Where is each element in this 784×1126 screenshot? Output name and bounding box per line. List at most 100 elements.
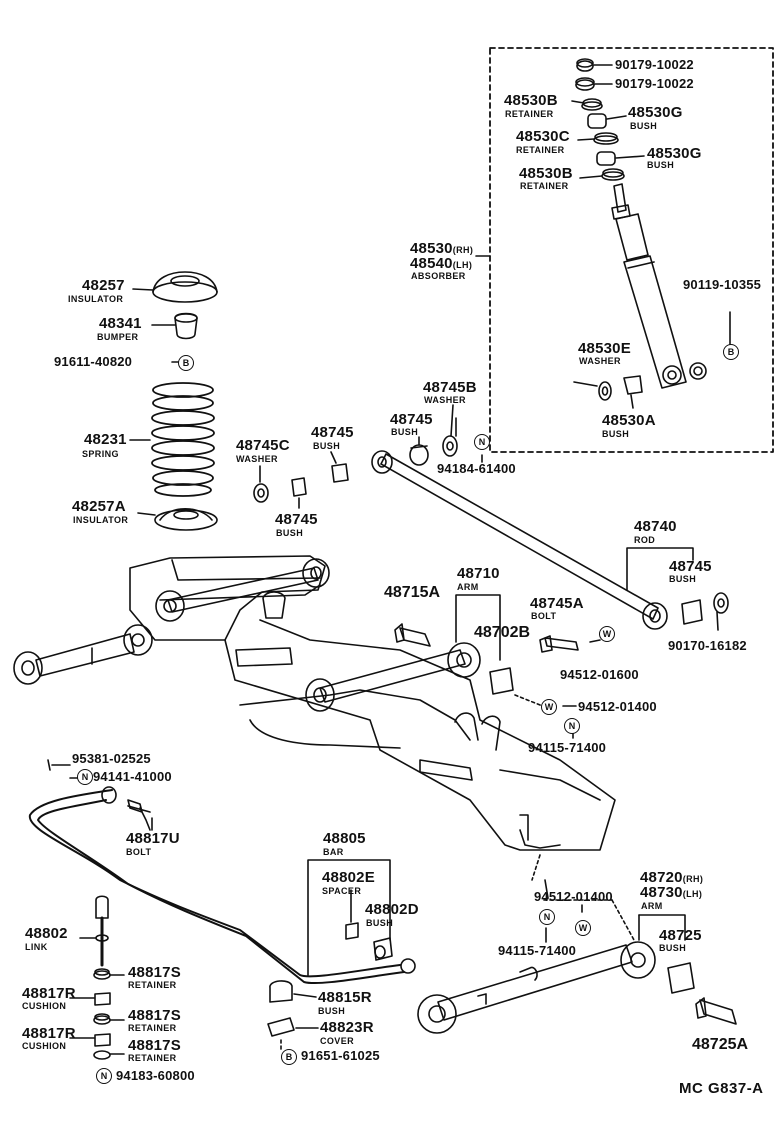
part-name-label: ARM — [641, 901, 663, 911]
part-number-label: 48817S — [128, 1037, 181, 1054]
part-number-label: 48715A — [384, 584, 441, 601]
part-number-label: 48745C — [236, 437, 290, 454]
part-number-label: 48530C — [516, 128, 570, 145]
diagram-reference-code: MC G837-A — [679, 1080, 764, 1097]
part-name-label: BUSH — [313, 441, 341, 451]
n-symbol: N — [539, 909, 555, 925]
part-number-label: 91611-40820 — [54, 354, 133, 369]
leader-lines — [171, 361, 601, 899]
part-number-label: 48710 — [457, 565, 500, 582]
part-name-label: ARM — [457, 582, 479, 592]
part-number-label: 48745 — [275, 511, 318, 528]
part-number-label: 48530G — [647, 145, 702, 162]
part-number-label: 48730(LH) — [640, 884, 703, 901]
part-name-label: WASHER — [424, 395, 466, 405]
part-name-label: RETAINER — [128, 980, 177, 990]
part-number-label: 48231 — [84, 431, 127, 448]
part-name-label: BUSH — [276, 528, 304, 538]
coil-spring — [151, 382, 215, 497]
part-number-label: 90170-16182 — [668, 638, 747, 653]
part-number-label: 94512-01400 — [534, 889, 613, 904]
part-name-label: CUSHION — [22, 1001, 67, 1011]
part-name-label: BUSH — [630, 121, 658, 131]
part-number-label: 90119-10355 — [683, 277, 762, 292]
link-bolt — [127, 805, 153, 831]
part-name-label: ROD — [634, 535, 656, 545]
w-symbol: W — [541, 699, 557, 715]
part-number-label: 94184-61400 — [437, 461, 516, 476]
w-symbol: W — [575, 920, 591, 936]
part-number-label: 94512-01600 — [560, 667, 639, 682]
part-name-label: BUSH — [647, 160, 675, 170]
part-number-label: 48530A — [602, 412, 656, 429]
part-name-label: BUSH — [391, 427, 419, 437]
part-name-label: CUSHION — [22, 1041, 67, 1051]
part-number-label: 48540(LH) — [410, 255, 473, 272]
part-name-label: RETAINER — [128, 1053, 177, 1063]
n-symbol: N — [564, 718, 580, 734]
part-name-label: COVER — [320, 1036, 355, 1046]
part-number-label: 48720(RH) — [640, 869, 704, 886]
w-symbol: W — [599, 626, 615, 642]
part-number-label: 48802D — [365, 901, 419, 918]
part-number-label: 90179-10022 — [615, 76, 694, 91]
part-name-label: BUSH — [659, 943, 687, 953]
part-name-label: RETAINER — [505, 109, 554, 119]
absorber-group-box — [489, 47, 774, 453]
part-number-label: 48530G — [628, 104, 683, 121]
bar-bushes — [267, 859, 393, 1051]
upper-insulator — [132, 271, 218, 303]
part-number-label: 90179-10022 — [615, 57, 694, 72]
part-number-label: 48817R — [22, 985, 76, 1002]
part-name-label: RETAINER — [516, 145, 565, 155]
part-number-label: 94512-01400 — [578, 699, 657, 714]
stabilizer-bar — [28, 759, 416, 985]
n-symbol: N — [77, 769, 93, 785]
part-number-label: 48745 — [390, 411, 433, 428]
part-name-label: RETAINER — [128, 1023, 177, 1033]
part-number-label: 48530(RH) — [410, 240, 474, 257]
part-number-label: 48702B — [474, 624, 531, 641]
part-name-label: BOLT — [126, 847, 152, 857]
part-number-label: 48817S — [128, 1007, 181, 1024]
part-name-label: WASHER — [579, 356, 621, 366]
upper-arm — [305, 594, 579, 739]
part-number-label: 48817S — [128, 964, 181, 981]
part-number-label: 48341 — [99, 315, 142, 332]
part-name-label: SPACER — [322, 886, 362, 896]
part-number-label: 48745B — [423, 379, 477, 396]
lower-insulator — [137, 508, 218, 531]
part-number-label: 95381-02525 — [72, 751, 151, 766]
part-name-label: INSULATOR — [73, 515, 129, 525]
stabilizer-link — [69, 895, 125, 1060]
n-symbol: N — [96, 1068, 112, 1084]
part-name-label: ABSORBER — [411, 271, 466, 281]
bump-stop — [151, 312, 198, 340]
part-number-label: 94115-71400 — [528, 740, 607, 755]
part-number-label: 48257A — [72, 498, 126, 515]
part-number-label: 48725A — [692, 1036, 749, 1053]
part-number-label: 48745 — [311, 424, 354, 441]
part-name-label: BOLT — [531, 611, 557, 621]
part-number-label: 48802 — [25, 925, 68, 942]
part-number-label: 48530E — [578, 340, 631, 357]
part-name-label: BUSH — [602, 429, 630, 439]
lateral-rod — [371, 450, 729, 631]
part-number-label: 91651-61025 — [301, 1048, 380, 1063]
part-name-label: LINK — [25, 942, 48, 952]
part-name-label: BUSH — [366, 918, 394, 928]
part-number-label: 48817R — [22, 1025, 76, 1042]
part-number-label: 48802E — [322, 869, 375, 886]
part-number-label: 48823R — [320, 1019, 374, 1036]
part-name-label: BUSH — [318, 1006, 346, 1016]
b-symbol: B — [281, 1049, 297, 1065]
axle-bushes — [253, 451, 349, 509]
part-name-label: BAR — [323, 847, 344, 857]
part-number-label: 48530B — [504, 92, 558, 109]
absorber-lower-bushes — [409, 404, 483, 466]
part-number-label: 94141-41000 — [93, 769, 172, 784]
part-name-label: BUMPER — [97, 332, 139, 342]
left-link-rods — [13, 558, 330, 685]
